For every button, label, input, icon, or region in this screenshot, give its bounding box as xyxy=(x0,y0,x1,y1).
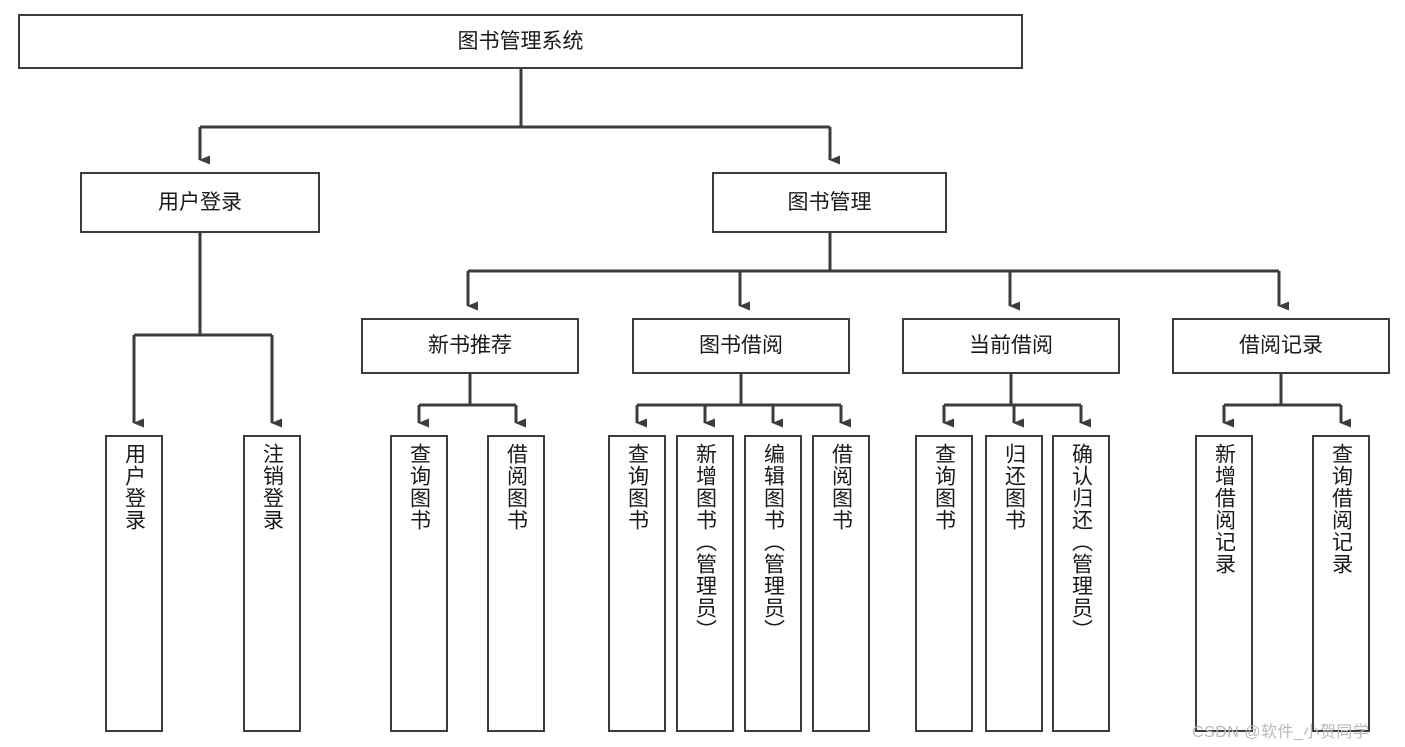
node-borrow-record[interactable]: 借阅记录 xyxy=(1172,318,1390,374)
node-current-borrow[interactable]: 当前借阅 xyxy=(902,318,1120,374)
node-leaf-user-login-label: 用户登录 xyxy=(122,443,146,531)
node-leaf-query-book-1-label: 查询图书 xyxy=(407,443,431,531)
node-user-login[interactable]: 用户登录 xyxy=(80,172,320,233)
node-leaf-query-record-label: 查询借阅记录 xyxy=(1329,443,1353,575)
node-root-label: 图书管理系统 xyxy=(457,29,584,53)
node-leaf-add-record-label: 新增借阅记录 xyxy=(1212,443,1236,575)
node-leaf-query-record[interactable]: 查询借阅记录 xyxy=(1312,435,1370,732)
node-leaf-logout-label: 注销登录 xyxy=(260,443,284,531)
node-leaf-return-book-label: 归还图书 xyxy=(1002,443,1026,531)
node-leaf-add-record[interactable]: 新增借阅记录 xyxy=(1195,435,1253,732)
node-leaf-edit-book[interactable]: 编辑图书（管理员） xyxy=(744,435,802,732)
node-leaf-query-book-2[interactable]: 查询图书 xyxy=(608,435,666,732)
node-leaf-logout[interactable]: 注销登录 xyxy=(243,435,301,732)
node-book-manage[interactable]: 图书管理 xyxy=(712,172,947,233)
node-user-login-label: 用户登录 xyxy=(158,190,242,214)
node-leaf-query-book-1[interactable]: 查询图书 xyxy=(390,435,448,732)
node-borrow-record-label: 借阅记录 xyxy=(1239,334,1323,358)
node-leaf-borrow-book-2[interactable]: 借阅图书 xyxy=(812,435,870,732)
node-current-borrow-label: 当前借阅 xyxy=(969,334,1053,358)
node-leaf-edit-book-label: 编辑图书（管理员） xyxy=(761,443,785,641)
node-leaf-borrow-book-1[interactable]: 借阅图书 xyxy=(487,435,545,732)
node-leaf-return-book[interactable]: 归还图书 xyxy=(985,435,1043,732)
node-leaf-add-book-label: 新增图书（管理员） xyxy=(693,443,717,641)
node-leaf-borrow-book-1-label: 借阅图书 xyxy=(504,443,528,531)
node-leaf-add-book[interactable]: 新增图书（管理员） xyxy=(676,435,734,732)
node-new-book-recommend[interactable]: 新书推荐 xyxy=(361,318,579,374)
node-leaf-confirm-return[interactable]: 确认归还（管理员） xyxy=(1052,435,1110,732)
node-leaf-query-book-3[interactable]: 查询图书 xyxy=(915,435,973,732)
node-book-borrow[interactable]: 图书借阅 xyxy=(632,318,850,374)
node-leaf-confirm-return-label: 确认归还（管理员） xyxy=(1069,443,1093,641)
node-root[interactable]: 图书管理系统 xyxy=(18,14,1023,69)
node-new-book-recommend-label: 新书推荐 xyxy=(428,334,512,358)
node-leaf-user-login[interactable]: 用户登录 xyxy=(105,435,163,732)
node-book-borrow-label: 图书借阅 xyxy=(699,334,783,358)
node-leaf-query-book-3-label: 查询图书 xyxy=(932,443,956,531)
node-book-manage-label: 图书管理 xyxy=(787,190,872,214)
node-leaf-borrow-book-2-label: 借阅图书 xyxy=(829,443,853,531)
node-leaf-query-book-2-label: 查询图书 xyxy=(625,443,649,531)
